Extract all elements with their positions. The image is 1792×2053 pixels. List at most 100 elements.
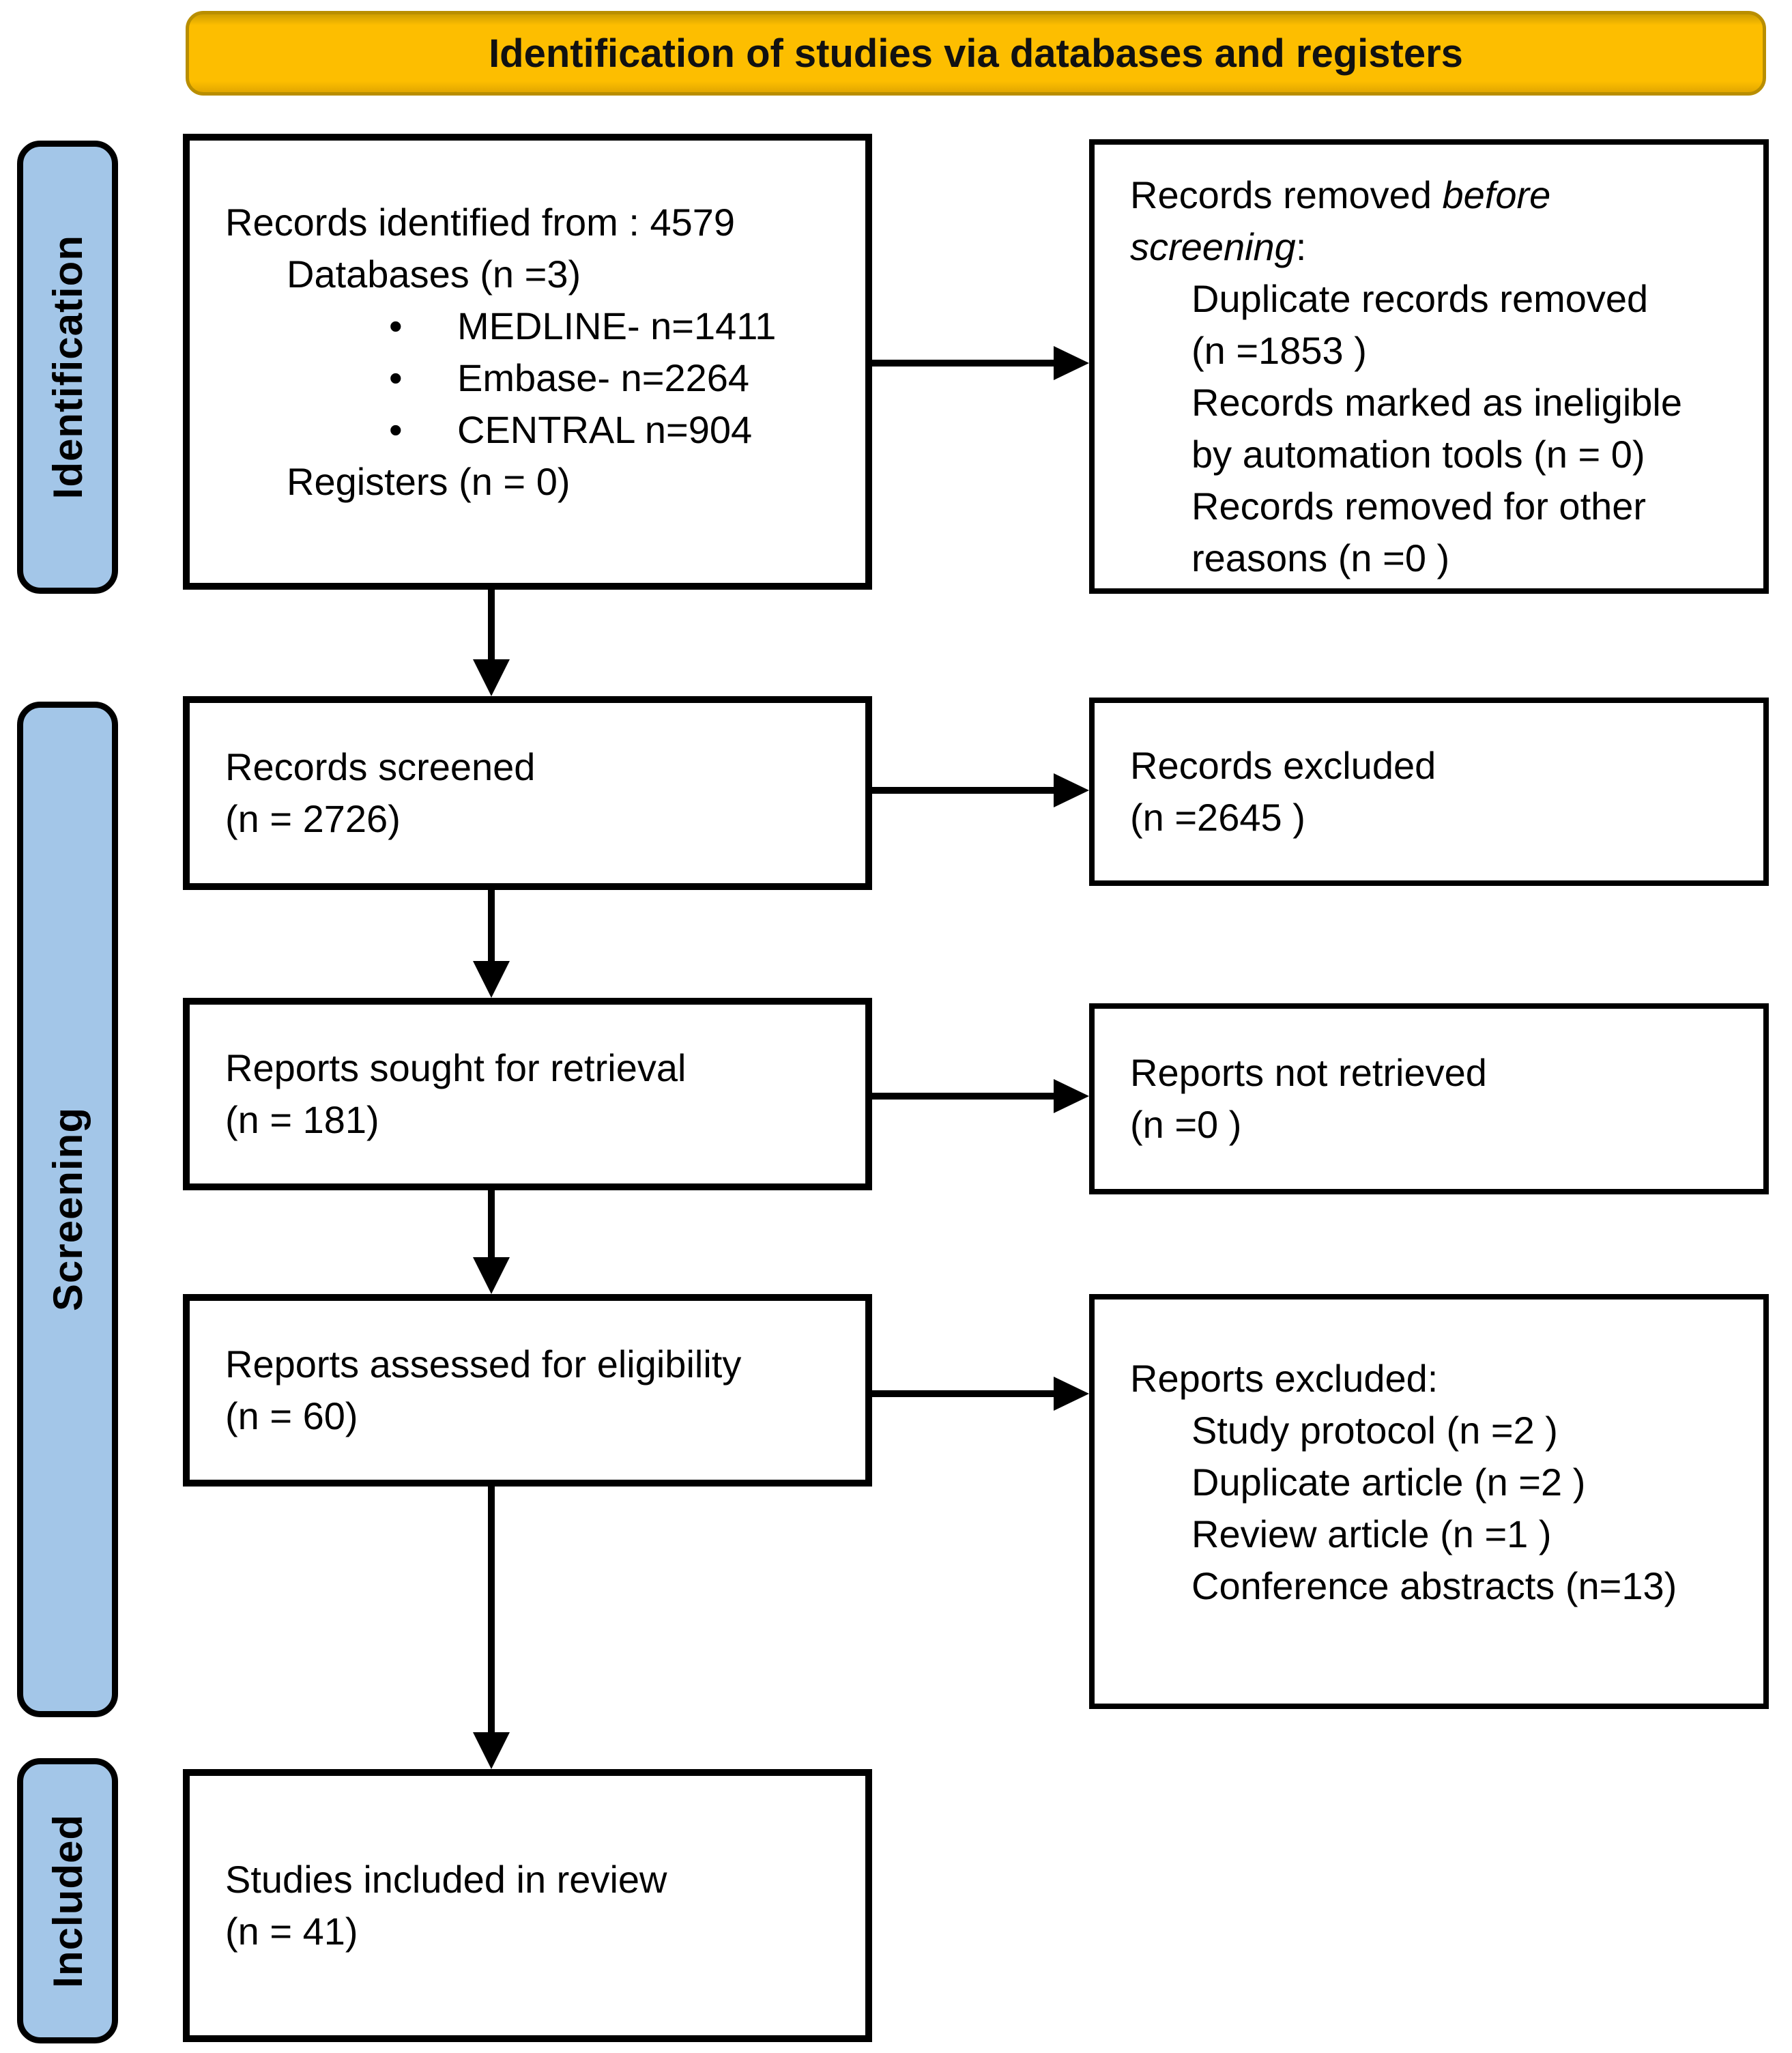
text-line: • CENTRAL n=904 xyxy=(389,404,852,456)
header-banner: Identification of studies via databases … xyxy=(186,11,1766,96)
box-records-screened-text: Records screened (n = 2726) xyxy=(190,741,865,845)
text-line: Records identified from : 4579 xyxy=(225,197,852,248)
arrow-down-1-shaft xyxy=(488,590,495,661)
text-line: Reports excluded: xyxy=(1130,1353,1750,1405)
box-reports-sought: Reports sought for retrieval (n = 181) xyxy=(183,998,872,1190)
text-line: Records removed before xyxy=(1130,169,1750,221)
arrow-right-2-shaft xyxy=(872,787,1058,794)
box-reports-assessed: Reports assessed for eligibility (n = 60) xyxy=(183,1294,872,1487)
arrow-down-4-shaft xyxy=(488,1487,495,1734)
phase-label-included: Included xyxy=(17,1758,118,2043)
text-run: Embase- n=2264 xyxy=(457,356,750,399)
text-line: (n = 2726) xyxy=(225,793,852,845)
text-run: Records screened xyxy=(225,745,536,788)
box-reports-sought-text: Reports sought for retrieval (n = 181) xyxy=(190,1042,865,1146)
text-line: screening: xyxy=(1130,221,1750,273)
text-run: Reports excluded: xyxy=(1130,1357,1439,1400)
text-run: before xyxy=(1442,173,1551,216)
text-run: Duplicate records removed xyxy=(1191,277,1649,320)
arrow-down-3-shaft xyxy=(488,1190,495,1259)
text-run: Reports sought for retrieval xyxy=(225,1046,687,1089)
bullet-icon: • xyxy=(389,408,403,451)
text-run: (n =0 ) xyxy=(1130,1103,1242,1146)
text-run: Records removed for other xyxy=(1191,485,1647,528)
box-reports-excluded: Reports excluded: Study protocol (n =2 ) D… xyxy=(1089,1294,1769,1709)
arrow-right-4-head xyxy=(1054,1377,1089,1411)
text-run: Records marked as ineligible xyxy=(1191,381,1683,424)
arrow-right-1-shaft xyxy=(872,360,1058,367)
text-run: by automation tools (n = 0) xyxy=(1191,433,1645,476)
text-line: (n =0 ) xyxy=(1130,1099,1750,1151)
box-reports-excluded-text: Reports excluded: Study protocol (n =2 ) D… xyxy=(1095,1300,1763,1612)
text-run: : xyxy=(1295,225,1307,268)
text-run: Conference abstracts (n=13) xyxy=(1191,1564,1677,1607)
text-line: by automation tools (n = 0) xyxy=(1191,429,1750,480)
text-run: (n =2645 ) xyxy=(1130,796,1305,839)
text-line: Reports not retrieved xyxy=(1130,1047,1750,1099)
text-line: (n = 41) xyxy=(225,1906,852,1957)
bullet-icon: • xyxy=(389,356,403,399)
text-line: Duplicate records removed xyxy=(1191,273,1750,325)
arrow-right-1-head xyxy=(1054,346,1089,380)
text-run: Reports assessed for eligibility xyxy=(225,1343,742,1386)
arrow-down-2-shaft xyxy=(488,890,495,962)
text-line: Records screened xyxy=(225,741,852,793)
box-records-excluded-text: Records excluded (n =2645 ) xyxy=(1095,740,1763,844)
arrow-down-3-head xyxy=(473,1257,510,1294)
text-line: Study protocol (n =2 ) xyxy=(1191,1405,1750,1456)
text-line: • MEDLINE- n=1411 xyxy=(389,300,852,352)
box-records-screened: Records screened (n = 2726) xyxy=(183,696,872,890)
text-line: (n =2645 ) xyxy=(1130,792,1750,844)
box-reports-not-retrieved: Reports not retrieved (n =0 ) xyxy=(1089,1003,1769,1194)
arrow-down-2-head xyxy=(473,961,510,998)
text-line: Duplicate article (n =2 ) xyxy=(1191,1456,1750,1508)
box-reports-not-retrieved-text: Reports not retrieved (n =0 ) xyxy=(1095,1047,1763,1151)
text-run: CENTRAL n=904 xyxy=(457,408,753,451)
phase-label-identification-text: Identification xyxy=(44,235,91,500)
arrow-right-2-head xyxy=(1054,773,1089,807)
phase-label-identification: Identification xyxy=(17,141,118,594)
text-line: Reports sought for retrieval xyxy=(225,1042,852,1094)
text-line: Studies included in review xyxy=(225,1854,852,1906)
phase-label-screening-text: Screening xyxy=(44,1107,91,1312)
text-line: Reports assessed for eligibility xyxy=(225,1338,852,1390)
text-run: MEDLINE- n=1411 xyxy=(457,304,777,347)
text-run: Duplicate article (n =2 ) xyxy=(1191,1461,1586,1504)
text-line: • Embase- n=2264 xyxy=(389,352,852,404)
text-line: (n = 181) xyxy=(225,1094,852,1146)
text-line: Records excluded xyxy=(1130,740,1750,792)
text-line: (n =1853 ) xyxy=(1191,325,1750,377)
text-line: (n = 60) xyxy=(225,1390,852,1442)
box-studies-included-text: Studies included in review (n = 41) xyxy=(190,1854,865,1957)
bullet-icon: • xyxy=(389,304,403,347)
text-run: (n = 60) xyxy=(225,1394,358,1437)
text-run: (n = 181) xyxy=(225,1098,379,1141)
text-run: Studies included in review xyxy=(225,1858,667,1901)
text-run: Reports not retrieved xyxy=(1130,1051,1487,1094)
text-run: (n =1853 ) xyxy=(1191,329,1367,372)
text-run: Records identified from : 4579 xyxy=(225,201,736,244)
text-line: Records removed for other xyxy=(1191,480,1750,532)
text-run: Review article (n =1 ) xyxy=(1191,1512,1552,1555)
text-line: reasons (n =0 ) xyxy=(1191,532,1750,584)
text-run: Records excluded xyxy=(1130,744,1436,787)
banner-title: Identification of studies via databases … xyxy=(489,31,1463,76)
arrow-down-4-head xyxy=(473,1732,510,1769)
arrow-down-1-head xyxy=(473,659,510,696)
text-run: Records removed xyxy=(1130,173,1443,216)
box-studies-included: Studies included in review (n = 41) xyxy=(183,1769,872,2042)
text-line: Records marked as ineligible xyxy=(1191,377,1750,429)
arrow-right-3-head xyxy=(1054,1079,1089,1113)
box-records-excluded: Records excluded (n =2645 ) xyxy=(1089,698,1769,886)
text-run: screening xyxy=(1130,225,1296,268)
text-run: Registers (n = 0) xyxy=(287,460,570,503)
text-run: Study protocol (n =2 ) xyxy=(1191,1409,1558,1452)
phase-label-included-text: Included xyxy=(44,1813,91,1988)
arrow-right-4-shaft xyxy=(872,1390,1058,1397)
text-run: (n = 41) xyxy=(225,1910,358,1953)
text-line: Databases (n =3) xyxy=(287,248,852,300)
